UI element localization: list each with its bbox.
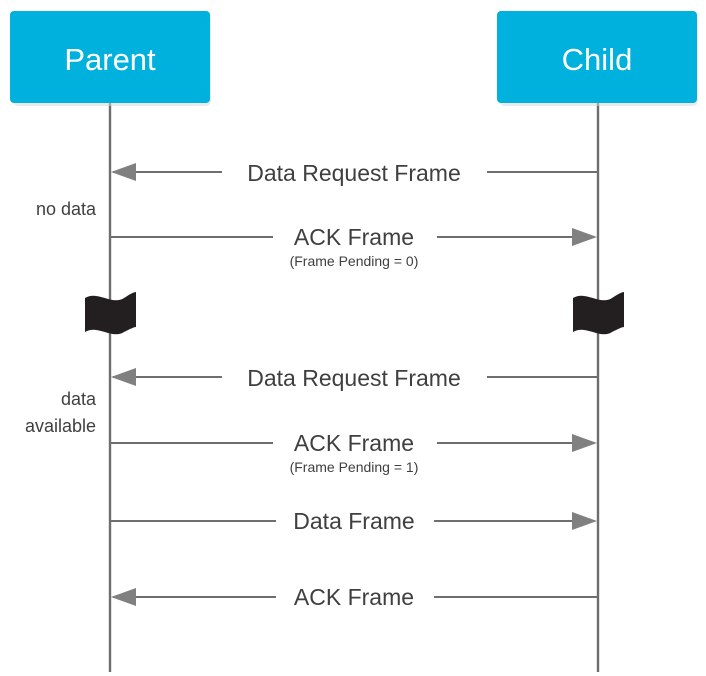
- break-marker-child: [573, 292, 624, 335]
- message-1[interactable]: Data Request Frame: [111, 160, 598, 186]
- message-2-arrowhead-right: [572, 228, 597, 246]
- message-3[interactable]: Data Request Frame: [111, 365, 598, 391]
- message-5-label: Data Frame: [293, 508, 414, 534]
- side-note-no-data-text: no data: [36, 199, 97, 219]
- message-4-label: ACK Frame: [294, 430, 414, 456]
- break-marker-parent: [85, 292, 136, 335]
- message-6-label: ACK Frame: [294, 584, 414, 610]
- child-label: Child: [562, 42, 633, 77]
- side-note-data-available: data available: [25, 389, 97, 436]
- message-5-arrowhead-right: [572, 512, 597, 530]
- message-1-arrowhead-left: [111, 163, 136, 181]
- break-marker-parent-flag-icon: [85, 292, 136, 335]
- lifelines: [108, 103, 600, 672]
- message-2-label: ACK Frame: [294, 224, 414, 250]
- message-5[interactable]: Data Frame: [110, 508, 597, 534]
- message-2-sublabel: (Frame Pending = 0): [290, 253, 419, 269]
- break-marker-child-flag-icon: [573, 292, 624, 335]
- side-note-data-available-line1: data: [61, 389, 97, 409]
- message-3-arrowhead-left: [111, 368, 136, 386]
- parent-box[interactable]: [10, 11, 210, 103]
- parent-label: Parent: [64, 42, 156, 77]
- message-3-label: Data Request Frame: [247, 365, 460, 391]
- message-4-sublabel: (Frame Pending = 1): [290, 459, 419, 475]
- side-note-data-available-line2: available: [25, 416, 96, 436]
- message-6[interactable]: ACK Frame: [111, 584, 598, 610]
- message-2[interactable]: ACK Frame (Frame Pending = 0): [110, 224, 597, 269]
- side-note-no-data: no data: [36, 199, 97, 219]
- child-box[interactable]: [497, 11, 697, 103]
- message-4-arrowhead-right: [572, 434, 597, 452]
- message-6-arrowhead-left: [111, 588, 136, 606]
- participant-child[interactable]: Child: [497, 11, 698, 106]
- message-4[interactable]: ACK Frame (Frame Pending = 1): [110, 430, 597, 475]
- participant-parent[interactable]: Parent: [10, 11, 211, 106]
- message-1-label: Data Request Frame: [247, 160, 460, 186]
